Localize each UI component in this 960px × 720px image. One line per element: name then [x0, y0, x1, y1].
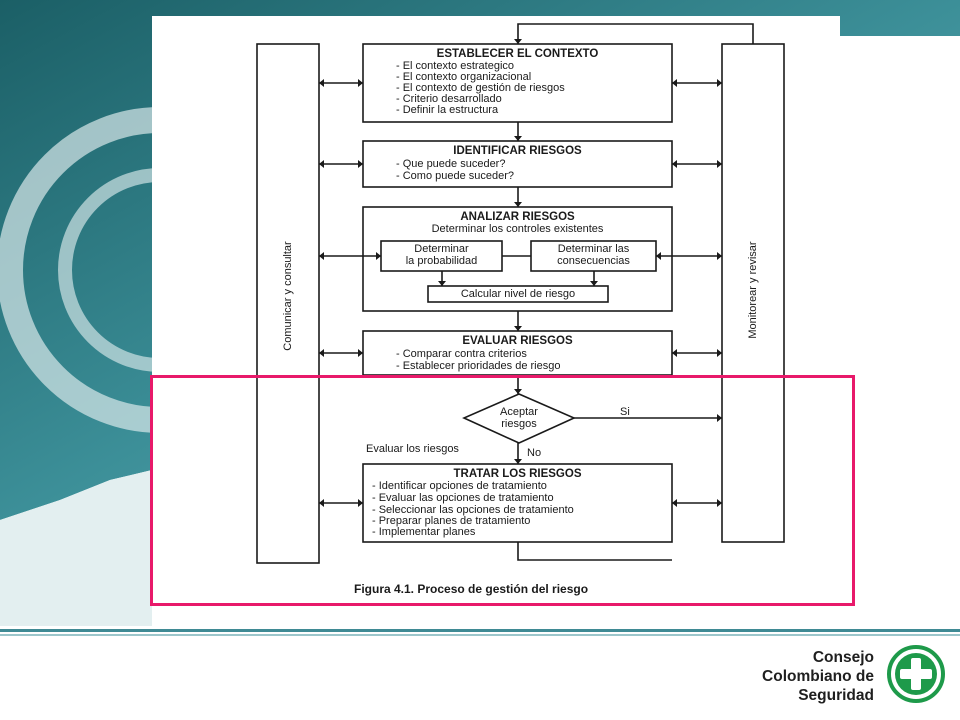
communicate-column [256, 43, 320, 564]
decision-yes-label: Si [620, 406, 630, 418]
highlight-box [150, 375, 855, 606]
establecer-item: - Criterio desarrollado [396, 93, 502, 105]
consecuencias-line: Determinar las [557, 243, 630, 255]
identificar-item: - Como puede suceder? [396, 170, 515, 182]
figure-page [152, 16, 840, 612]
box-nivel [427, 285, 609, 303]
identificar-title: IDENTIFICAR RIESGOS [453, 145, 582, 157]
decision-no-label: No [527, 447, 542, 459]
monitorear-revisar-label: Monitorear y revisar [747, 241, 759, 339]
establecer-item: - El contexto organizacional [396, 71, 532, 83]
establecer-item: - El contexto de gestión de riesgos [396, 82, 565, 94]
probabilidad-line: la probabilidad [405, 255, 478, 267]
footer-divider-thin [0, 634, 960, 636]
establecer-item: - Definir la estructura [396, 104, 499, 116]
logo-line: Seguridad [798, 687, 874, 704]
decision-diamond [462, 393, 576, 444]
comunicar-consultar-label: Comunicar y consultar [282, 241, 294, 351]
evaluar-los-riesgos-label: Evaluar los riesgos [366, 443, 459, 455]
tratar-item: - Seleccionar las opciones de tratamient… [372, 504, 574, 516]
decision-line: riesgos [501, 418, 537, 430]
establecer-item: - El contexto estrategico [396, 60, 515, 72]
tratar-item: - Implementar planes [372, 526, 476, 538]
establecer-title: ESTABLECER EL CONTEXTO [436, 48, 599, 60]
analizar-subtitle: Determinar los controles existentes [431, 223, 604, 235]
logo-line: Consejo [812, 649, 874, 666]
tratar-item: - Preparar planes de tratamiento [372, 515, 531, 527]
consecuencias-line: consecuencias [557, 255, 630, 267]
green-cross-icon [887, 645, 945, 703]
analizar-title: ANALIZAR RIESGOS [460, 211, 575, 223]
logo-line: Colombiano de [762, 668, 874, 685]
tratar-title: TRATAR LOS RIESGOS [453, 468, 582, 480]
identificar-item: - Que puede suceder? [396, 158, 506, 170]
tratar-item: - Evaluar las opciones de tratamiento [372, 492, 554, 504]
tratar-item: - Identificar opciones de tratamiento [372, 480, 547, 492]
footer-divider [0, 629, 960, 632]
evaluar-item: - Comparar contra criterios [396, 348, 527, 360]
figure-caption: Figura 4.1. Proceso de gestión del riesg… [354, 582, 589, 596]
evaluar-item: - Establecer prioridades de riesgo [396, 360, 561, 372]
logo-text: Consejo Colombiano de Seguridad [716, 648, 874, 705]
decision-line: Aceptar [500, 406, 538, 418]
evaluar-title: EVALUAR RIESGOS [462, 335, 573, 347]
probabilidad-line: Determinar [414, 243, 469, 255]
nivel-label: Calcular nivel de riesgo [460, 288, 576, 300]
